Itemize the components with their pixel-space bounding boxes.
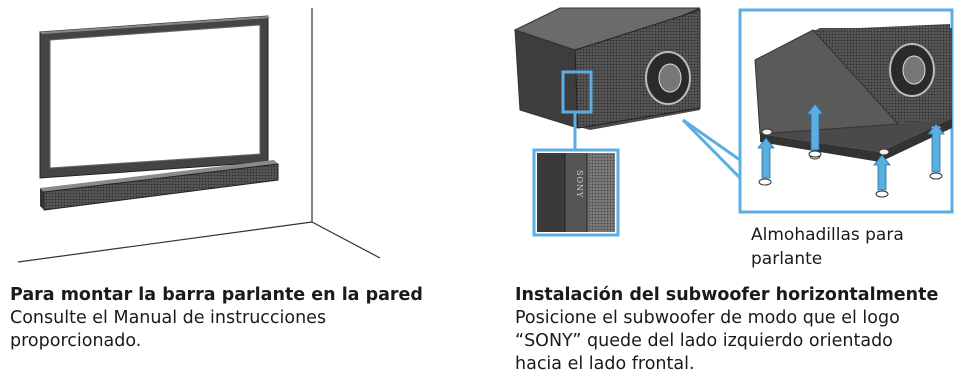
logo-highlight-box [561,70,593,114]
pad-icon [761,128,773,136]
wall-mount-illustration [17,8,381,263]
loose-pad-icon [808,150,822,158]
sony-logo-text: SONY [575,170,584,198]
subwoofer-front-illustration [513,7,701,150]
up-arrow-icon [927,123,945,173]
tv-icon [39,15,270,179]
floor-line-left [17,221,313,263]
loose-pad-icon [875,190,889,198]
soundbar-icon [40,160,279,211]
subwoofer-title: Instalación del subwoofer horizontalment… [515,285,939,305]
wall-mount-title: Para montar la barra parlante en la pare… [10,285,423,305]
subwoofer-bottom-illustration [754,24,952,198]
loose-pad-icon [758,178,772,186]
logo-zoom-inset: SONY [532,148,620,237]
pad-label: Almohadillas para parlante [751,225,904,269]
up-arrow-icon [873,154,891,191]
wall-mount-caption: Para montar la barra parlante en la pare… [10,284,480,353]
up-arrow-icon [806,103,824,151]
loose-pad-icon [929,172,943,180]
subwoofer-caption: Instalación del subwoofer horizontalment… [515,284,958,376]
subwoofer-body: Posicione el subwoofer de modo que el lo… [515,308,900,374]
pad-icon [878,148,890,156]
up-arrow-icon [757,137,775,179]
wall-mount-body: Consulte el Manual de instrucciones prop… [10,308,327,351]
floor-line-right [311,221,381,259]
